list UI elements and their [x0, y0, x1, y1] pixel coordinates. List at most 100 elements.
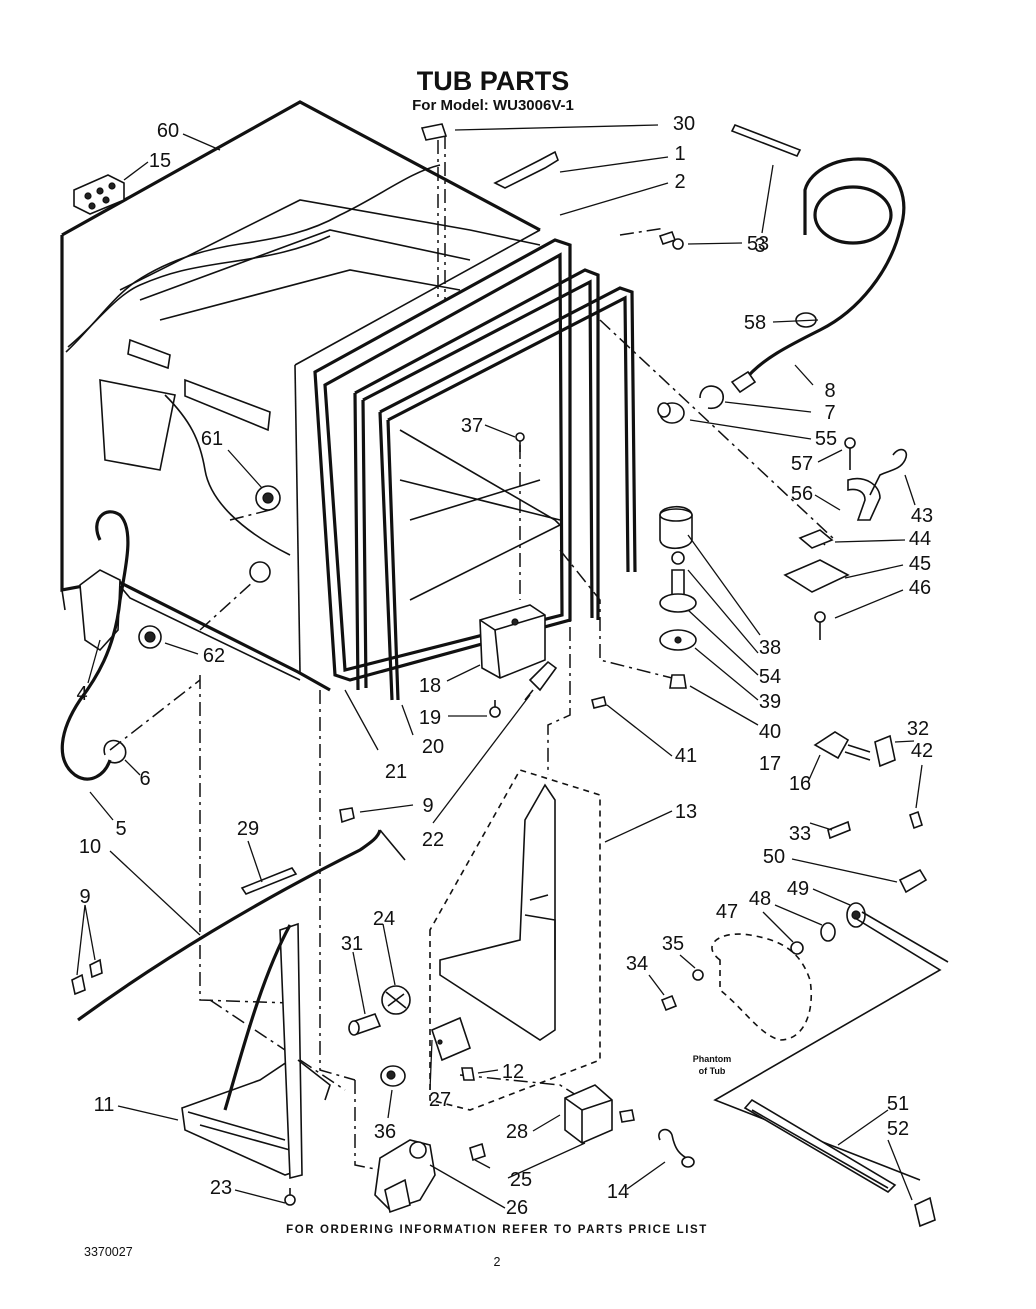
callout-13: 13	[675, 801, 697, 823]
terminal-block	[73, 174, 125, 215]
callout-39: 39	[759, 691, 781, 713]
callout-18: 18	[419, 675, 441, 697]
callout-35: 35	[662, 933, 684, 955]
callout-60: 60	[157, 120, 179, 142]
door-gasket-frames	[313, 238, 637, 701]
phantom-label-line1: Phantom	[693, 1054, 732, 1064]
callout-48: 48	[749, 888, 771, 910]
callout-34: 34	[626, 953, 648, 975]
bracket-45	[783, 559, 850, 593]
diagram-title: TUB PARTS	[417, 66, 570, 96]
callout-27: 27	[429, 1089, 451, 1111]
callout-37: 37	[461, 415, 483, 437]
callout-45: 45	[909, 553, 931, 575]
strap-assembly	[844, 437, 908, 521]
callout-7: 7	[824, 402, 835, 424]
alignment-lines	[109, 135, 836, 1171]
callout-46: 46	[909, 577, 931, 599]
bracket	[493, 150, 559, 189]
callout-31: 31	[341, 933, 363, 955]
rail-10	[77, 829, 406, 1022]
callout-10: 10	[79, 836, 101, 858]
tub-shell	[60, 100, 541, 692]
housing-18	[479, 604, 546, 679]
callout-40: 40	[759, 721, 781, 743]
callout-61: 61	[201, 428, 223, 450]
bracket-12	[431, 1016, 475, 1081]
callout-53: 53	[747, 233, 769, 255]
callout-30: 30	[673, 113, 695, 135]
callout-8: 8	[824, 380, 835, 402]
knob-24	[381, 985, 411, 1015]
grommet	[138, 625, 162, 649]
callout-50: 50	[763, 846, 785, 868]
callout-55: 55	[815, 428, 837, 450]
callout-20: 20	[422, 736, 444, 758]
callout-14: 14	[607, 1181, 629, 1203]
callout-54: 54	[759, 666, 781, 688]
strip	[730, 123, 802, 158]
callout-1: 1	[674, 143, 685, 165]
model-line: For Model: WU3006V-1	[412, 97, 574, 114]
callout-43: 43	[911, 505, 933, 527]
callout-33: 33	[789, 823, 811, 845]
callout-58: 58	[744, 312, 766, 334]
callout-3: 3	[754, 235, 765, 257]
callout-38: 38	[759, 637, 781, 659]
drain-hose	[60, 510, 130, 781]
screw-46	[814, 611, 826, 640]
callout-29: 29	[237, 818, 259, 840]
callout-28: 28	[506, 1121, 528, 1143]
callout-42: 42	[911, 740, 933, 762]
plate	[798, 529, 834, 549]
callout-24: 24	[373, 908, 395, 930]
callout-2: 2	[674, 171, 685, 193]
callout-52: 52	[887, 1118, 909, 1140]
screw-41	[591, 696, 607, 709]
callout-32: 32	[907, 718, 929, 740]
callout-49: 49	[787, 878, 809, 900]
callout-47: 47	[716, 901, 738, 923]
callout-56: 56	[791, 483, 813, 505]
callout-11: 11	[94, 1094, 115, 1116]
callout-44: 44	[909, 528, 931, 550]
callout-22: 22	[422, 829, 444, 851]
panel-13	[429, 769, 601, 1111]
callout-5: 5	[115, 818, 126, 840]
callout-16: 16	[789, 773, 811, 795]
screw	[658, 230, 684, 250]
float-assembly	[659, 505, 697, 689]
cover-28	[564, 1084, 613, 1144]
callout-41: 41	[675, 745, 697, 767]
switch-16	[813, 731, 923, 840]
screw-9a	[339, 807, 355, 824]
leader-lines	[76, 124, 923, 1209]
page-number: 2	[494, 1255, 501, 1269]
ordering-note: FOR ORDERING INFORMATION REFER TO PARTS …	[286, 1224, 708, 1236]
document-number: 3370027	[84, 1245, 133, 1259]
callout-4: 4	[76, 683, 87, 705]
callout-26: 26	[506, 1197, 528, 1219]
switch-22	[524, 660, 558, 701]
fitting-36	[380, 1065, 406, 1087]
callout-36: 36	[374, 1121, 396, 1143]
fill-fittings	[660, 868, 928, 1012]
callout-9a: 9	[422, 795, 433, 817]
pad	[420, 123, 448, 141]
callout-6: 6	[139, 768, 150, 790]
callout-23: 23	[210, 1177, 232, 1199]
phantom-label-line2: of Tub	[699, 1066, 726, 1076]
plug-31	[348, 1012, 382, 1036]
callout-51: 51	[887, 1093, 909, 1115]
rail-51	[743, 1098, 936, 1228]
nut-61	[255, 485, 281, 511]
callout-57: 57	[791, 453, 813, 475]
valve-26	[374, 1139, 436, 1214]
callout-15: 15	[149, 150, 171, 172]
callout-21: 21	[385, 761, 407, 783]
clamp	[699, 385, 724, 410]
callout-17: 17	[759, 753, 781, 775]
screw-37	[515, 432, 525, 452]
screw-9b	[71, 958, 103, 996]
